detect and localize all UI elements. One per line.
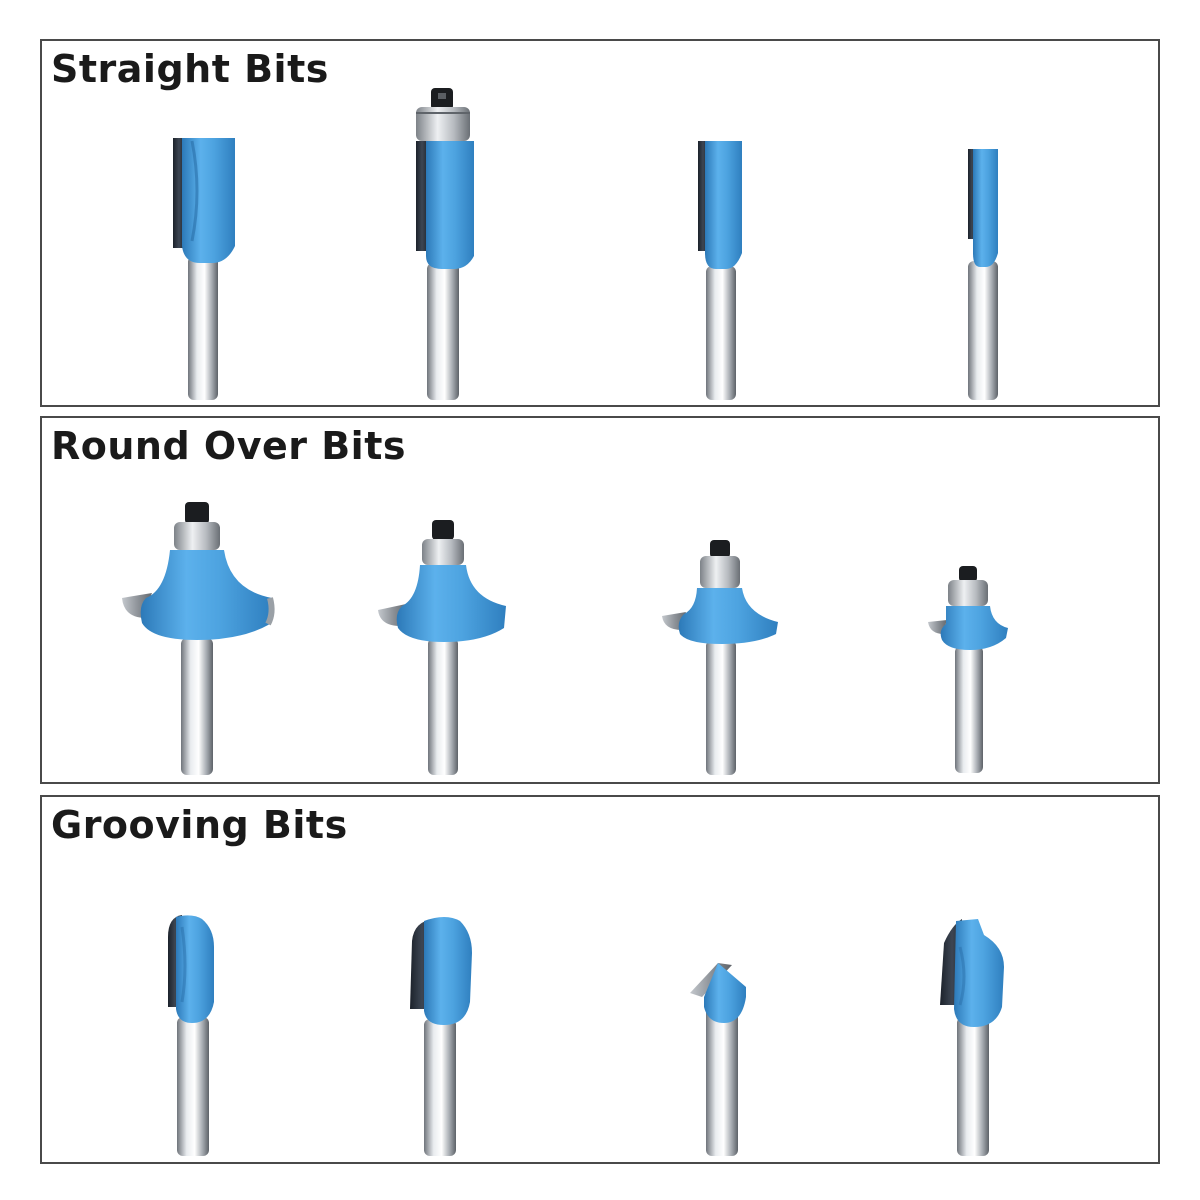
straight-bits-illustration	[173, 88, 998, 400]
straight-bit-icon	[173, 138, 235, 400]
round-over-bit-icon	[378, 520, 506, 775]
flush-trim-bit-icon	[416, 88, 474, 400]
section-title: Round Over Bits	[51, 424, 406, 468]
grooving-bits-panel: Grooving Bits	[40, 795, 1160, 1164]
core-box-bit-icon	[410, 917, 472, 1156]
straight-bit-icon	[968, 149, 998, 400]
ogee-groove-bit-icon	[940, 919, 1004, 1156]
round-over-bit-icon	[662, 540, 778, 775]
section-title: Straight Bits	[51, 47, 329, 91]
core-box-bit-icon	[168, 915, 214, 1156]
straight-bit-icon	[698, 141, 742, 400]
grooving-bits-illustration	[168, 915, 1004, 1156]
v-groove-bit-icon	[690, 963, 746, 1156]
round-over-bit-icon	[928, 566, 1008, 773]
straight-bits-panel: Straight Bits	[40, 39, 1160, 407]
section-title: Grooving Bits	[51, 803, 348, 847]
round-over-bits-illustration	[122, 502, 1008, 775]
round-over-bit-icon	[122, 502, 275, 775]
round-over-bits-panel: Round Over Bits	[40, 416, 1160, 784]
